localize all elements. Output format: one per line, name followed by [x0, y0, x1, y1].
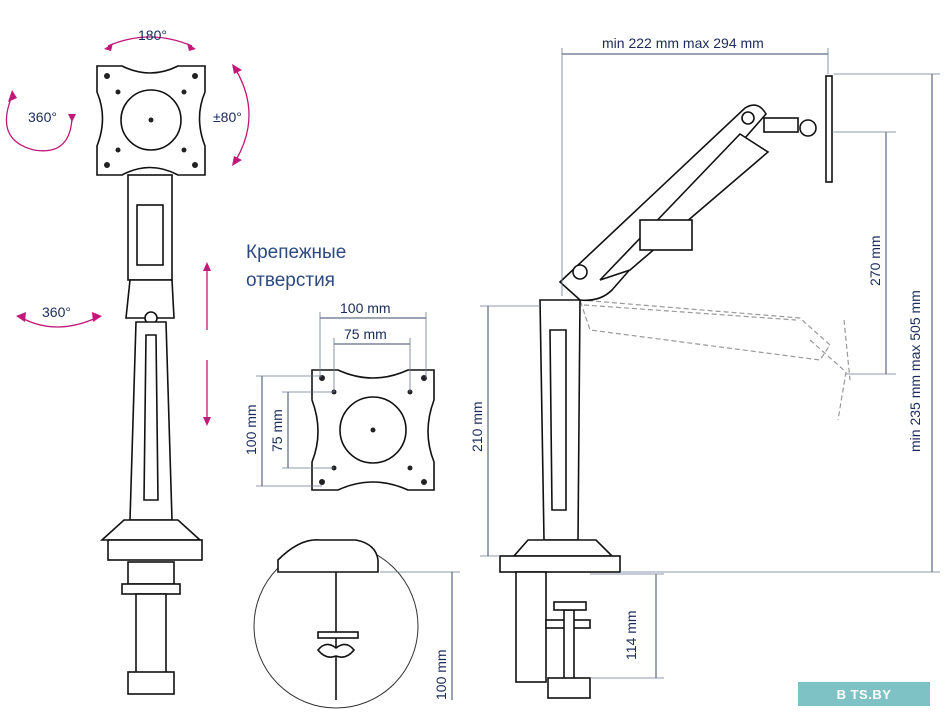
clamp-detail — [253, 539, 419, 709]
base-height-label: 210 mm — [469, 401, 485, 452]
pole-rotate-arc — [21, 317, 97, 328]
rotate-top-arc — [107, 36, 193, 47]
clamp-thickness-label: 100 mm — [433, 649, 449, 700]
clamp-gap-label: 114 mm — [623, 610, 639, 660]
heading-line2: отверстия — [246, 270, 335, 291]
tilt-arc — [235, 69, 250, 161]
watermark-logo: B TS.BY — [798, 682, 930, 706]
side-dimension-lines — [480, 48, 940, 679]
vesa-dimension-lines — [256, 312, 427, 487]
vesa-width-inner-label: 75 mm — [344, 326, 387, 342]
total-height-label: min 235 mm max 505 mm — [907, 290, 923, 452]
front-view-arm — [96, 65, 206, 695]
rotate-left-arc — [5, 95, 73, 152]
rotation-pole-label: 360° — [42, 304, 71, 320]
rotation-top-label: 180° — [138, 27, 167, 43]
vesa-height-outer-label: 100 mm — [243, 404, 259, 455]
rotation-left-label: 360° — [28, 109, 57, 125]
rotation-tilt-label: ±80° — [213, 109, 242, 125]
side-view-arm — [499, 75, 851, 699]
rotation-arrows — [5, 36, 250, 426]
vesa-width-outer-label: 100 mm — [340, 300, 391, 316]
vertical-travel-label: 270 mm — [867, 235, 883, 286]
heading-line1: Крепежные — [246, 242, 346, 263]
vesa-plate-detail — [311, 369, 435, 491]
vesa-height-inner-label: 75 mm — [269, 409, 285, 452]
reach-label: min 222 mm max 294 mm — [602, 35, 764, 51]
